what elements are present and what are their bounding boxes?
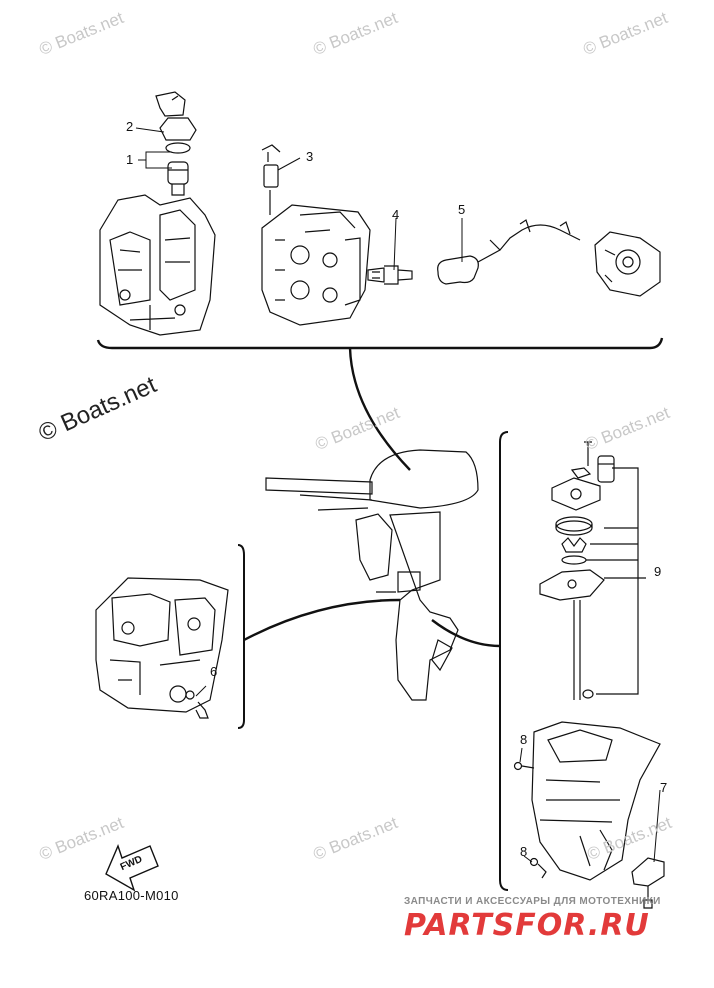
callout-3: 3 [306, 149, 314, 164]
left-group-bracket [237, 544, 245, 729]
callout-9-bracket [586, 467, 646, 695]
fuel-filter-and-line [437, 219, 581, 285]
left-bracket-leader [243, 598, 401, 642]
anode-7 [631, 857, 665, 909]
cylinder-head [261, 204, 371, 326]
callout-5: 5 [458, 202, 466, 217]
callout-leaders [135, 127, 661, 863]
right-group-bracket [499, 431, 509, 891]
top-group-bracket [96, 337, 664, 350]
diagram-code: 60RA100-M010 [84, 888, 179, 903]
callout-8: 8 [520, 732, 528, 747]
callout-6: 6 [210, 664, 218, 679]
callout-7: 7 [660, 780, 668, 795]
top-bracket-leader [348, 347, 411, 471]
spark-plug [367, 265, 413, 285]
shop-logo: PARTSFOR.RU [404, 908, 650, 943]
upper-casing [95, 577, 229, 713]
drain-screw-6 [185, 690, 209, 719]
right-bracket-leader [431, 619, 501, 648]
callout-1: 1 [126, 152, 134, 167]
callout-2: 2 [126, 119, 134, 134]
lower-unit-casing [531, 721, 661, 881]
fwd-arrow [105, 844, 159, 892]
shop-tagline: ЗАПЧАСТИ И АКСЕССУАРЫ ДЛЯ МОТОТЕХНИКИ [404, 896, 661, 907]
callout-8: 8 [520, 844, 528, 859]
crankcase-block [99, 194, 216, 336]
anode-part [261, 144, 281, 215]
screws-8 [513, 761, 547, 879]
fuel-pump [594, 231, 661, 297]
outboard-motor-silhouette [265, 449, 479, 701]
thermostat-assembly [155, 91, 197, 196]
water-pump-parts [539, 441, 615, 700]
callout-9: 9 [654, 564, 662, 579]
callout-4: 4 [392, 207, 400, 222]
